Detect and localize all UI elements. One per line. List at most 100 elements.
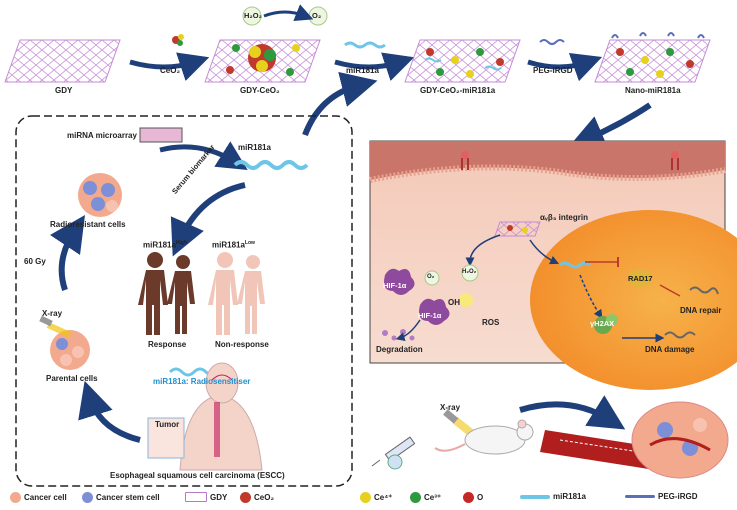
integrin-receptor-icon — [461, 151, 679, 170]
label-response: Response — [148, 340, 187, 349]
hif1a-oh-protein-icon — [419, 298, 450, 325]
legend-peg-irgd: PEG-iRGD — [625, 492, 698, 501]
label-h2o2-cell: H₂O₂ — [462, 269, 477, 275]
label-h2o2: H₂O₂ — [244, 11, 262, 20]
mir181a-legend-icon — [520, 494, 550, 499]
tumor-inset — [147, 417, 185, 459]
parental-cells — [50, 330, 90, 370]
legend-ceo2: CeO₂ — [240, 492, 274, 503]
o2-bubble-cell — [424, 270, 440, 286]
label-gdy: GDY — [55, 86, 73, 95]
peg-irgd-strand-icon — [539, 39, 565, 45]
legend-cancer-stem-cell: Cancer stem cell — [82, 492, 160, 503]
label-dna-repair: DNA repair — [680, 306, 722, 315]
label-mir-low: miR181aLow — [212, 240, 255, 250]
gamma-h2ax-icon — [594, 314, 618, 334]
cancer-stem-cell-icon — [82, 492, 93, 503]
legend-mir181a: miR181a — [520, 492, 586, 501]
h2o2-bubble-cell — [461, 264, 479, 282]
label-xray-mouse: X-ray — [440, 403, 461, 412]
legend-cancer-cell: Cancer cell — [10, 492, 67, 503]
dna-repair-strand — [689, 286, 719, 295]
label-o2: O₂ — [312, 11, 322, 20]
hif1a-protein-icon — [384, 268, 415, 295]
inhibit-dna-repair-line — [659, 284, 681, 297]
label-ros: ROS — [482, 318, 500, 327]
label-escc: Esophageal squamous cell carcinoma (ESCC… — [110, 471, 285, 480]
label-hif1a: HIF-1α — [383, 281, 407, 290]
label-radiosensitiser: miR181a: Radiosensitiser — [153, 377, 251, 386]
left-dashed-panel — [15, 115, 353, 487]
escc-patient-icon — [179, 362, 263, 471]
label-integrin: αᵥβ₃ integrin — [540, 213, 588, 222]
mir181a-in-cell — [559, 261, 591, 269]
legend-ce4: Ce⁴⁺ — [360, 492, 392, 503]
nano-mir181a-sheet — [594, 32, 711, 83]
label-rad17: RAD17 — [628, 274, 653, 283]
label-gamma-h2ax: γH2AX — [590, 319, 615, 328]
arrow-nano-to-cell — [568, 102, 652, 150]
arrow-to-ceo2-release — [465, 234, 501, 267]
arrow-microarray-to-mir — [159, 141, 248, 170]
gdy-mesh-icon — [185, 492, 207, 502]
arrow-mouse-to-tissue — [519, 395, 626, 430]
rad17-protein-icon — [628, 269, 652, 287]
non-response-silhouettes — [208, 252, 265, 335]
arrow-parental-to-radioresistant — [50, 215, 85, 291]
ce3-atom-icon — [410, 492, 421, 503]
arrow-serum-biomarker — [170, 182, 246, 257]
arrow-to-mir-loading — [334, 52, 415, 81]
cell-membrane — [370, 141, 725, 180]
label-peg-arrow: PEG-iRGD — [533, 66, 573, 75]
arrow-escc-to-parental — [78, 380, 141, 443]
cancer-cell-icon — [10, 492, 21, 503]
gdy-ceo2-sheet — [204, 39, 321, 83]
label-o2-cell: O₂ — [427, 274, 435, 280]
label-dna-damage: DNA damage — [645, 345, 695, 354]
ros-glow — [459, 293, 473, 307]
xray-beam-icon — [39, 315, 72, 338]
label-degradation: Degradation — [376, 345, 423, 354]
label-oh: OH — [448, 298, 460, 307]
label-xray-left: X-ray — [42, 309, 63, 318]
syringe-icon — [371, 436, 416, 470]
ce4-atom-icon — [360, 492, 371, 503]
mir181a-strand-icon — [344, 41, 386, 49]
arrow-panel-to-synthesis — [302, 71, 378, 137]
label-nano-mir181a: Nano-miR181a — [625, 86, 681, 95]
legend-gdy: GDY — [185, 492, 227, 502]
blood-vessel — [540, 430, 660, 470]
peg-irgd-legend-icon — [625, 495, 655, 498]
gdy-ceo2-mir-sheet — [404, 39, 521, 83]
nanosheet-entry — [494, 221, 541, 237]
label-radioresistant: Radioresistant cells — [50, 220, 126, 229]
label-60gy: 60 Gy — [24, 257, 46, 266]
response-silhouettes — [138, 252, 195, 335]
damaged-dna-strand — [664, 331, 696, 339]
arrow-to-gamma-h2ax — [579, 274, 603, 319]
label-gdy-ceo2: GDY-CeO₂ — [240, 86, 280, 95]
label-parental: Parental cells — [46, 374, 98, 383]
label-microarray: miRNA microarray — [67, 131, 137, 140]
mouse-icon — [434, 419, 534, 455]
label-non-response: Non-response — [215, 340, 269, 349]
label-ceo2-arrow: CeO₂ — [160, 66, 181, 75]
label-hif1a-oh: HIF-1α — [418, 311, 442, 320]
radioresistant-cells — [78, 173, 122, 217]
gdy-sheet — [4, 39, 121, 83]
legend-oxygen: O — [463, 492, 483, 503]
ceo2-particle-icon — [172, 34, 184, 46]
label-mir-high: miR181aHigh — [143, 240, 188, 250]
oxygen-atom-icon — [463, 492, 474, 503]
h2o2-bubble — [242, 6, 262, 26]
mir181a-helix — [233, 160, 309, 170]
arrow-to-mir-release — [529, 239, 560, 265]
nucleus — [530, 210, 737, 390]
tumor-tissue-icon — [631, 401, 729, 479]
ceo2-icon — [240, 492, 251, 503]
arrow-gdy-to-ceo2 — [129, 52, 210, 81]
label-mir-arrow: miR181a — [346, 66, 379, 75]
label-mir181a: miR181a — [238, 143, 271, 152]
arrow-to-peg — [527, 52, 603, 82]
